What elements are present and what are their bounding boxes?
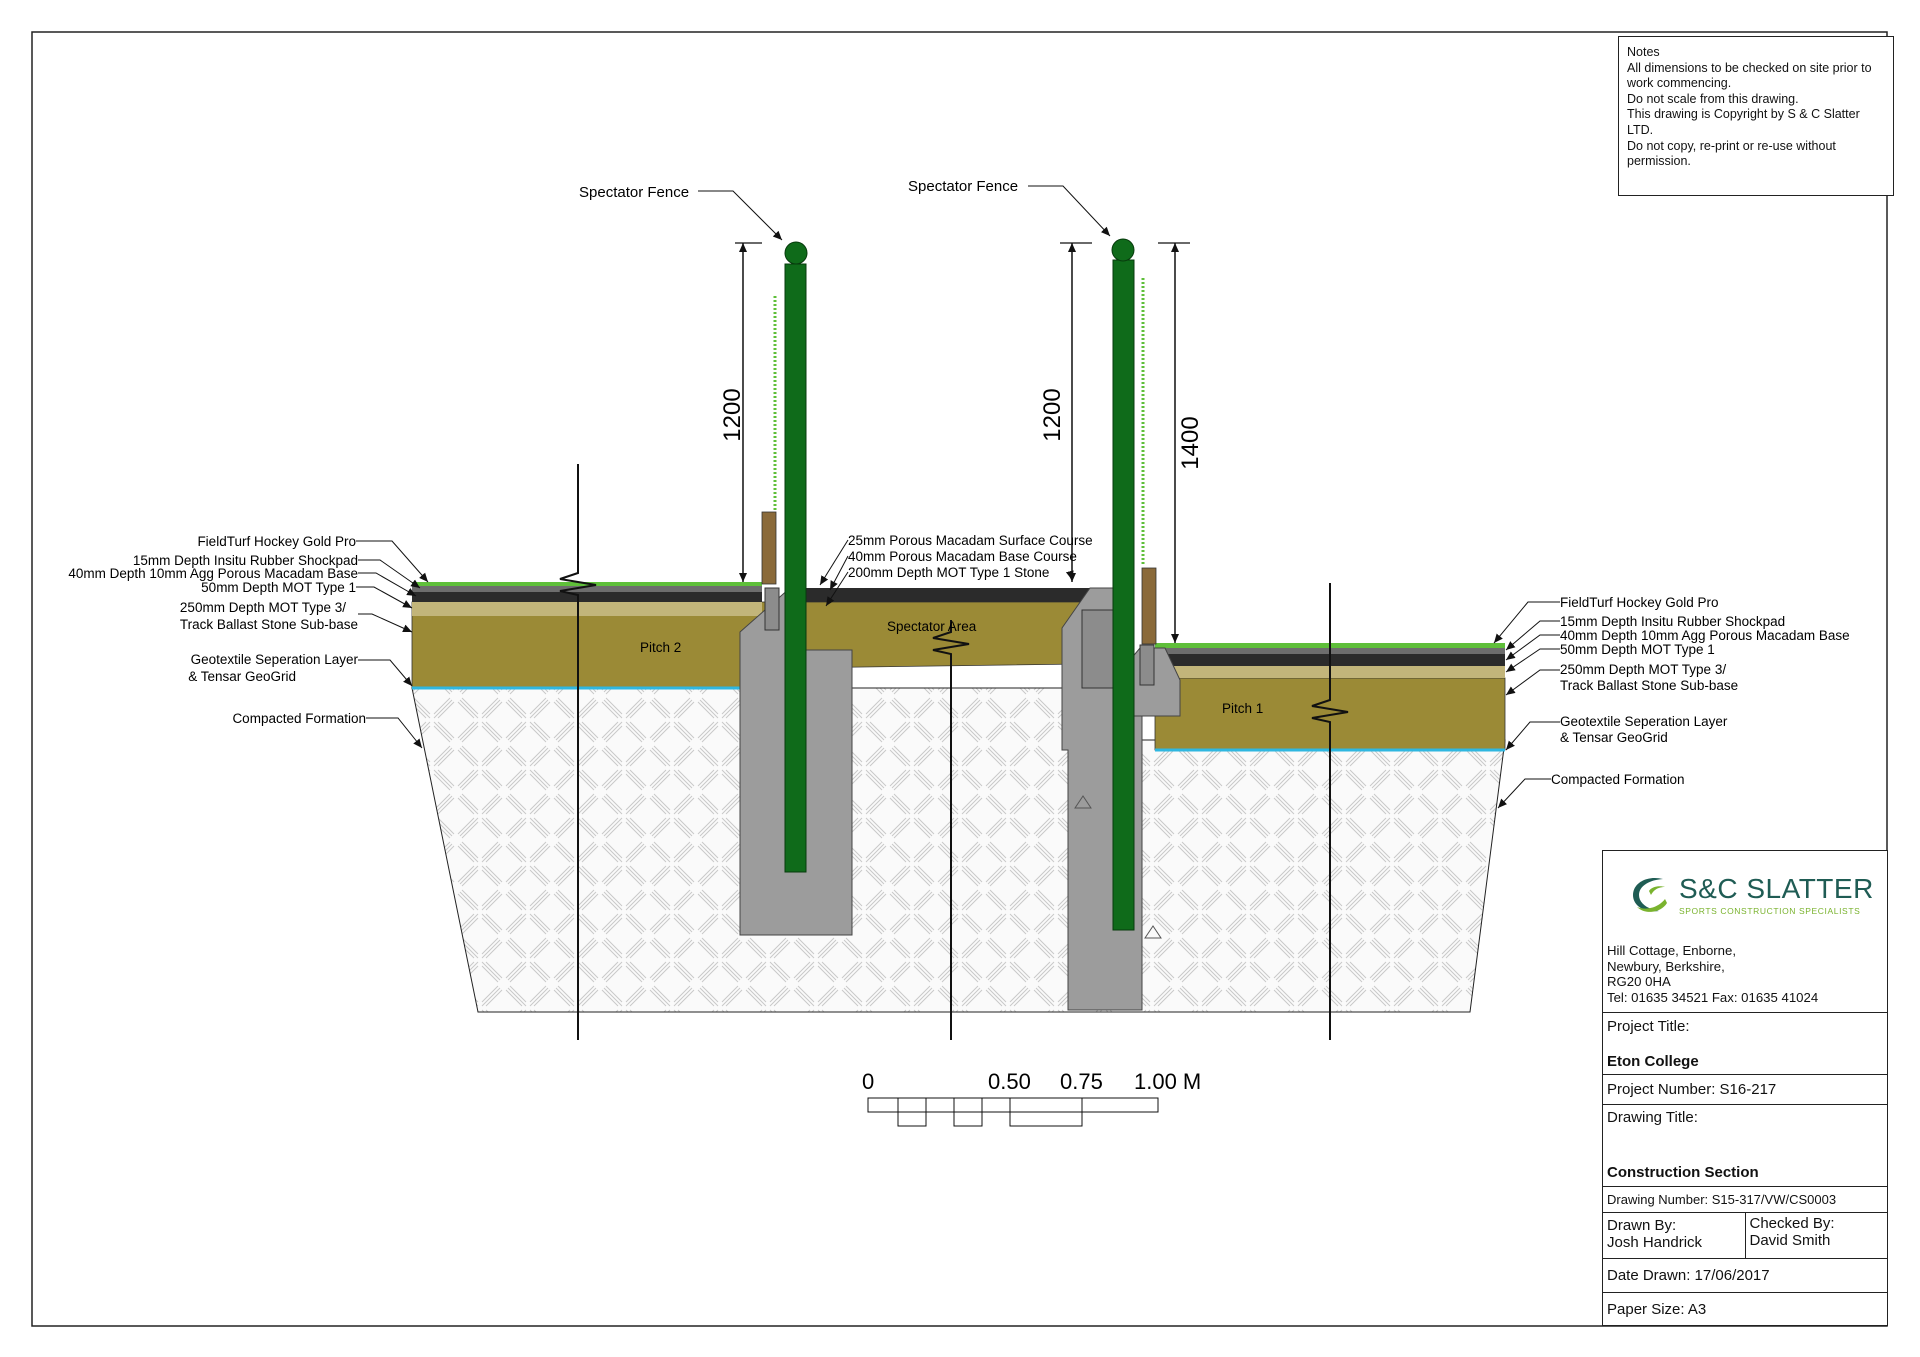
drawn-by-cell: Drawn By: Josh Handrick [1603,1213,1746,1258]
left-shockpad-label: 15mm Depth Insitu Rubber Shockpad [133,553,358,568]
centre-base-label: 40mm Porous Macadam Base Course [848,549,1077,564]
notes-line-4: Do not copy, re-print or re-use without … [1627,138,1836,169]
right-mot-label: 50mm Depth MOT Type 1 [1560,642,1715,657]
notes-heading: Notes [1627,45,1660,59]
right-fieldturf-label: FieldTurf Hockey Gold Pro [1560,595,1719,610]
drawing-number: Drawing Number: S15-317/VW/CS0003 [1603,1187,1887,1213]
scale-075: 0.75 [1060,1069,1103,1094]
notes-line-1: All dimensions to be checked on site pri… [1627,60,1872,91]
drawing-title-cell: Drawing Title: Construction Section [1603,1105,1887,1187]
drawn-checked-row: Drawn By: Josh Handrick Checked By: Davi… [1603,1213,1887,1259]
pitch2-macadam [412,592,762,602]
right-kerb [1139,644,1155,686]
right-compacted-label: Compacted Formation [1551,772,1685,787]
centre-stone-label: 200mm Depth MOT Type 1 Stone [848,565,1049,580]
right-fence-post [1112,259,1135,931]
project-title-label: Project Title: [1607,1018,1690,1035]
left-fieldturf-label: FieldTurf Hockey Gold Pro [197,534,356,549]
scale-100: 1.00 M [1134,1069,1201,1094]
right-fence-rail [1111,238,1135,262]
left-leaders [356,540,429,749]
drawing-title: Construction Section [1607,1164,1759,1181]
left-type3-label-a: 250mm Depth MOT Type 3/ [180,600,346,615]
drawn-by-label: Drawn By: [1607,1217,1677,1234]
checked-by-label: Checked By: [1749,1215,1835,1232]
paper-size: Paper Size: A3 [1607,1301,1707,1318]
title-block: S&C SLATTER SPORTS CONSTRUCTION SPECIALI… [1602,850,1888,1326]
scale-0: 0 [862,1069,874,1094]
date-drawn: Date Drawn: 17/06/2017 [1603,1259,1887,1293]
company-logo: S&C SLATTER SPORTS CONSTRUCTION SPECIALI… [1629,873,1874,917]
company-tagline: SPORTS CONSTRUCTION SPECIALISTS [1679,906,1861,916]
spectator-fence-right-label: Spectator Fence [908,178,1018,195]
left-mot-label: 50mm Depth MOT Type 1 [201,580,356,595]
pitch2-mot-layer [412,602,762,616]
right-type3-label-a: 250mm Depth MOT Type 3/ [1560,662,1726,677]
left-geo-label-b: & Tensar GeoGrid [188,669,296,684]
address-line-2: Newbury, Berkshire, [1607,958,1725,974]
company-address: Hill Cottage, Enborne, Newbury, Berkshir… [1607,943,1818,1005]
spectator-area-label: Spectator Area [887,619,977,634]
spectator-macadam [790,588,1090,602]
left-kerb [764,587,780,631]
left-fence-rail [784,241,808,265]
drawn-by: Josh Handrick [1607,1234,1703,1251]
spectator-fence-left-label: Spectator Fence [579,184,689,201]
address-line-1: Hill Cottage, Enborne, [1607,943,1737,958]
left-timber-board [761,511,777,585]
break-lines [559,464,1349,1040]
drawing-title-label: Drawing Title: [1607,1109,1698,1126]
address-line-3: RG20 0HA [1607,974,1671,989]
project-number: Project Number: S16-217 [1603,1075,1887,1105]
dim-right-1200: 1200 [1039,388,1066,441]
left-geo-label-a: Geotextile Seperation Layer [191,652,359,667]
title-block-logo-cell: S&C SLATTER SPORTS CONSTRUCTION SPECIALI… [1603,851,1887,1013]
project-title-cell: Project Title: Eton College [1603,1013,1887,1075]
pitch2-shockpad [412,586,762,592]
checked-by-cell: Checked By: David Smith [1746,1213,1888,1258]
pitch1-label: Pitch 1 [1222,701,1263,716]
right-geo-label-b: & Tensar GeoGrid [1560,730,1668,745]
dimension-lines [735,242,1190,643]
drawing-border [31,31,1888,1327]
pitch2-label: Pitch 2 [640,640,681,655]
company-name: S&C SLATTER [1679,873,1874,904]
right-leaders [1493,601,1560,809]
right-macadam-base-label: 40mm Depth 10mm Agg Porous Macadam Base [1560,628,1850,643]
left-macadam-base-label: 40mm Depth 10mm Agg Porous Macadam Base [68,566,358,581]
notes-line-2: Do not scale from this drawing. [1627,91,1799,106]
left-compacted-label: Compacted Formation [232,711,366,726]
address-line-4: Tel: 01635 34521 Fax: 01635 41024 [1607,989,1819,1005]
notes-box: Notes All dimensions to be checked on si… [1618,36,1894,196]
centre-leaders [819,539,1074,607]
checked-by: David Smith [1749,1232,1831,1249]
slatter-swoosh-icon [1633,877,1667,912]
centre-surface-label: 25mm Porous Macadam Surface Course [848,533,1093,548]
dim-left-1200: 1200 [719,388,746,441]
notes-line-3: This drawing is Copyright by S & C Slatt… [1627,107,1860,137]
left-type3-label-b: Track Ballast Stone Sub-base [180,617,358,632]
right-timber-board [1141,567,1157,645]
dim-right-1400: 1400 [1177,416,1204,469]
project-title: Eton College [1607,1053,1699,1070]
right-geo-label-a: Geotextile Seperation Layer [1560,714,1728,729]
scale-bar [867,1097,1159,1127]
left-fence-post [784,263,807,873]
concrete-aggregate-marks [1074,795,1162,939]
right-type3-label-b: Track Ballast Stone Sub-base [1560,678,1738,693]
scale-050: 0.50 [988,1069,1031,1094]
right-shockpad-label: 15mm Depth Insitu Rubber Shockpad [1560,614,1785,629]
